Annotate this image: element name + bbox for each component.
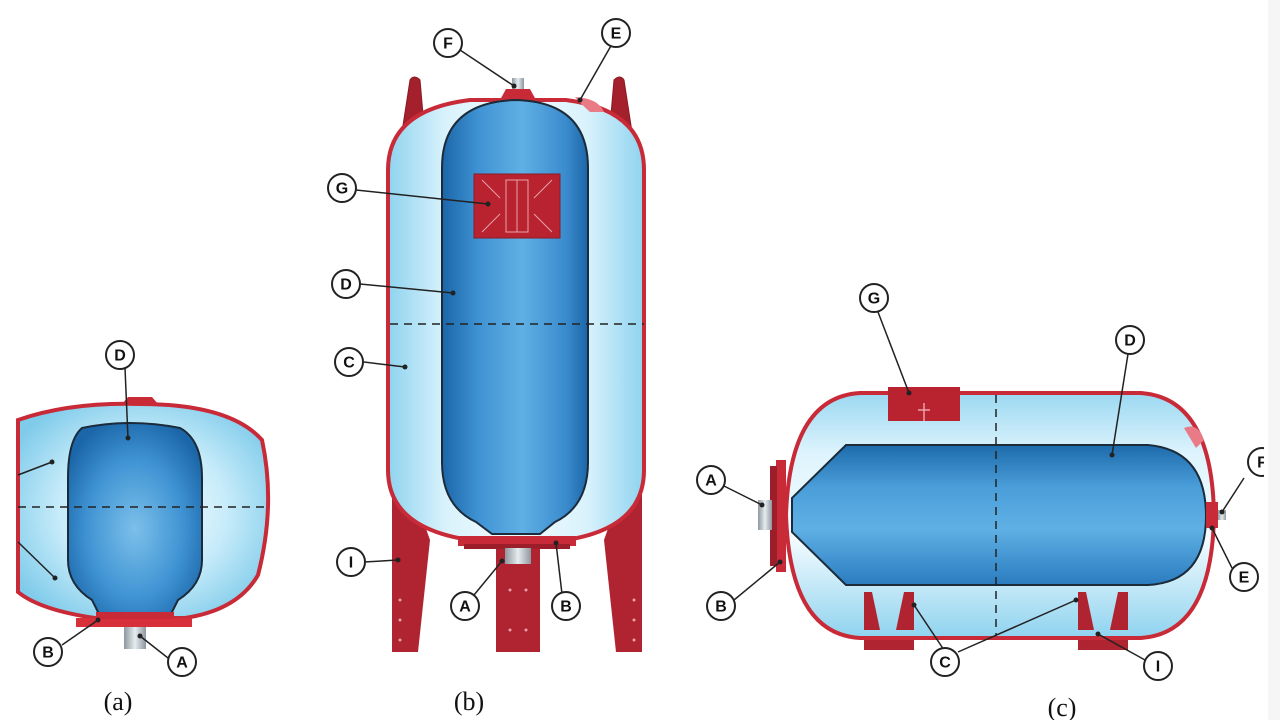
svg-text:A: A [459,599,471,616]
vessel-c-end-fitting [1206,502,1218,528]
svg-text:B: B [42,645,54,662]
svg-text:I: I [349,555,353,572]
caption-a: (a) [104,687,133,716]
svg-text:A: A [176,655,188,672]
callout-b-f: F [433,28,463,58]
callout-a-b: B [33,637,63,667]
callout-c-c: C [930,647,960,677]
vessel-a-valve [124,627,146,649]
callout-c-d: D [1115,325,1145,355]
vessel-b-top-fitting [500,89,536,100]
svg-text:A: A [705,473,717,490]
callout-c-g: G [859,283,889,313]
callout-a-a: A [167,647,197,677]
svg-text:D: D [340,277,352,294]
vessel-a-flange [76,618,192,627]
callout-c-b: B [706,591,736,621]
caption-b: (b) [454,687,484,716]
svg-text:E: E [611,26,622,43]
vessel-c-bladder [791,444,1208,586]
callout-c-i: I [1143,651,1173,681]
vessel-b-flange [458,536,576,546]
vessel-a-bladder [67,422,203,617]
vessel-b-valve [505,548,531,564]
svg-text:I: I [1156,659,1160,676]
callout-a-d: D [105,340,135,370]
callout-b-b: B [551,591,581,621]
callout-b-e: E [601,18,631,48]
svg-text:D: D [114,348,126,365]
svg-text:C: C [343,355,355,372]
callout-c-e: E [1229,562,1259,592]
callout-b-d: D [331,269,361,299]
svg-text:G: G [336,181,348,198]
vessel-c-charge-valve [1184,426,1204,448]
svg-text:E: E [1239,570,1250,587]
callout-b-i: I [336,547,366,577]
callout-b-a: A [450,591,480,621]
svg-text:G: G [868,291,880,308]
svg-text:B: B [560,599,572,616]
vessel-b-bladder [441,98,589,535]
callout-b-g: G [327,173,357,203]
svg-text:C: C [939,655,951,672]
vessel-a: D B A (a) [16,340,271,716]
vessel-c-flange [776,460,786,572]
vessel-b-leg-center [496,548,540,652]
svg-text:D: D [1124,333,1136,350]
caption-c: (c) [1048,693,1077,720]
callout-b-c: C [334,347,364,377]
svg-text:B: B [715,599,727,616]
svg-text:F: F [443,36,453,53]
vessel-c: G D A B F E C I (c) [696,283,1277,720]
vessel-b: F E G D C I A B (b) [327,18,646,716]
vessel-c-valve [758,500,772,530]
svg-text:F: F [1257,455,1267,472]
callout-c-a: A [696,465,726,495]
